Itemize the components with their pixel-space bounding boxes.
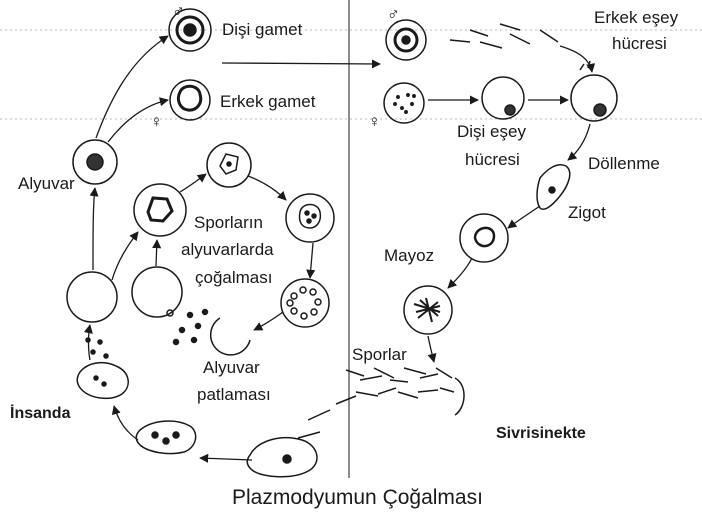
male-gamete-cell <box>169 79 211 121</box>
meiosis-cell <box>459 213 509 263</box>
label-meiosis: Mayoz <box>384 246 435 265</box>
tissue-cell-left <box>76 361 129 400</box>
rbc-merozoites <box>280 278 330 328</box>
label-male-gamete: Erkek gamet <box>220 92 316 111</box>
arrow-merozoites-to-burst <box>253 311 284 331</box>
arrow-irregular-to-schizont <box>247 175 287 201</box>
label-female-sex-cell-line1: Dişi eşey <box>457 122 526 141</box>
arrow-meiosis-to-oocyst <box>447 257 473 289</box>
fertilized-cell <box>570 60 618 122</box>
arrow-erythrocyte-to-female-gamete <box>95 35 169 139</box>
label-zygote: Zigot <box>568 203 606 222</box>
arrow-fertilized-to-ookinete <box>567 123 591 161</box>
rbc-empty <box>66 271 118 323</box>
label-female-gamete: Dişi gamet <box>222 20 303 39</box>
tissue-cell-entry <box>246 436 318 478</box>
arrow-tissue-to-tissue <box>199 453 253 463</box>
arrow-erythrocyte-to-male-gamete <box>107 97 169 143</box>
label-fertilization: Döllenme <box>588 154 660 173</box>
tissue-cell-bottom <box>135 420 197 455</box>
arrow-empty-to-erythrocyte <box>89 187 99 271</box>
label-erythrocyte: Alyuvar <box>18 174 75 193</box>
arrow-rbc-to-ring <box>111 231 139 281</box>
male-symbol-top-left: ♂ <box>172 2 185 21</box>
arrow-human-to-mosquito <box>221 59 381 69</box>
arrow-oocyst-to-sporozoites <box>427 335 437 363</box>
arrow-left-up <box>83 324 93 361</box>
sporozoites-top <box>449 23 559 49</box>
label-male-sex-cell-line2: hücresi <box>612 34 667 53</box>
label-spores: Sporlar <box>352 345 407 364</box>
label-rbc-burst-line2: patlaması <box>197 385 271 404</box>
sporozoites-mosquito <box>297 367 465 439</box>
rbc-schizont <box>285 193 335 243</box>
arrow-schizont-to-merozoites <box>306 242 316 279</box>
rbc-bursting <box>172 308 251 356</box>
female-symbol-right: ♀ <box>368 112 381 131</box>
female-gamete-mosquito <box>383 82 425 124</box>
rbc-irregular-parasite <box>206 142 252 188</box>
label-female-sex-cell-line2: hücresi <box>465 150 520 169</box>
label-spore-multiplication-line2: alyuvarlarda <box>181 240 274 259</box>
label-spore-multiplication-line1: Sporların <box>194 213 263 232</box>
female-symbol-left: ♀ <box>150 112 163 131</box>
label-spore-multiplication-line3: çoğalması <box>195 268 273 287</box>
female-gamete-cell <box>168 8 212 52</box>
region-mosquito: Sivrisinekte <box>496 425 586 442</box>
arrow-ring-to-irregular <box>179 173 207 193</box>
male-gamete-mosquito <box>385 19 427 61</box>
ookinete <box>536 164 571 210</box>
rbc-ring-parasite <box>133 183 187 237</box>
label-rbc-burst-line1: Alyuvar <box>203 358 260 377</box>
label-male-sex-cell-line1: Erkek eşey <box>594 8 679 27</box>
erythrocyte-cell <box>72 139 118 185</box>
arrow-tissue-to-left <box>111 405 139 441</box>
arrow-zygote-to-meiosis <box>507 205 541 229</box>
female-sex-cell <box>481 76 525 120</box>
male-symbol-right: ♂ <box>387 5 400 24</box>
oocyst-cell <box>403 285 453 335</box>
diagram-title: Plazmodyumun Çoğalması <box>232 486 483 509</box>
region-human: İnsanda <box>10 405 71 422</box>
rbc-infected-small <box>131 266 183 318</box>
arrow-infected-to-ring <box>152 239 162 267</box>
arrow-sporozoite-to-fertilized <box>559 45 596 73</box>
